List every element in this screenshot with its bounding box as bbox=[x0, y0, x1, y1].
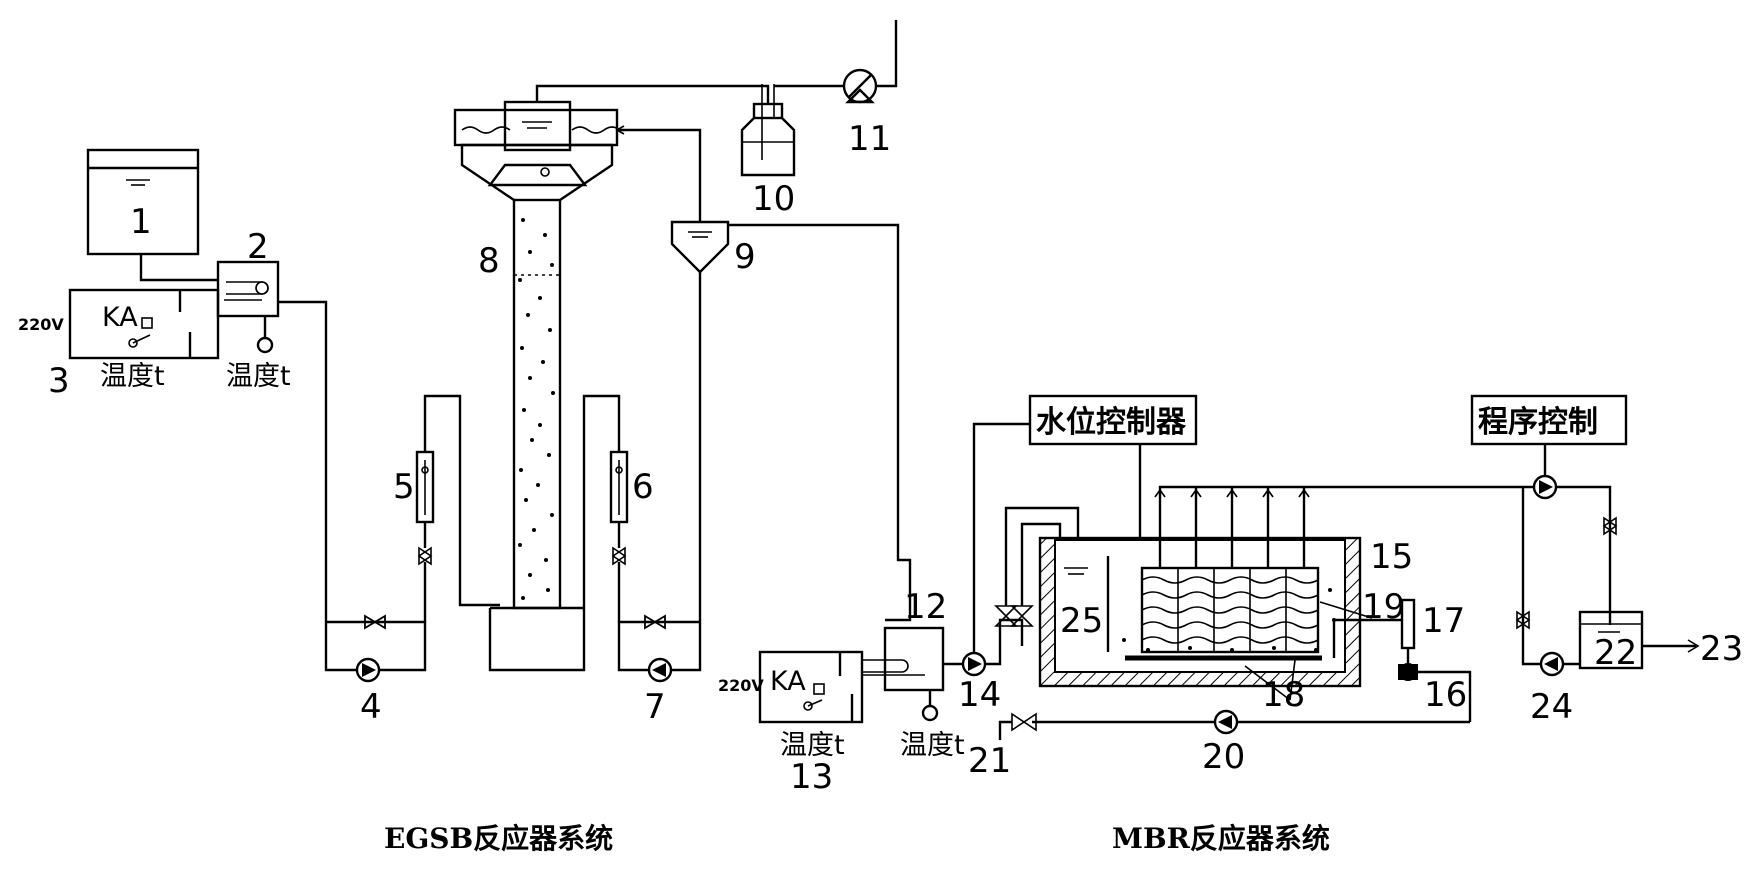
label-20: 20 bbox=[1202, 737, 1245, 777]
label-1: 1 bbox=[130, 202, 152, 242]
temp-label-egsb-bath: 温度t bbox=[226, 361, 291, 392]
label-13: 13 bbox=[790, 757, 833, 797]
heating-bath-egsb bbox=[216, 260, 280, 318]
label-2: 2 bbox=[247, 227, 269, 267]
temp-label-egsb-controller: 温度t bbox=[100, 361, 165, 392]
heating-bath-mbr bbox=[862, 626, 945, 692]
label-7: 7 bbox=[644, 687, 666, 727]
valve-flowmeter-6 bbox=[611, 546, 627, 566]
egsb-reactor bbox=[453, 100, 621, 672]
program-control-label: 程序控制 bbox=[1478, 405, 1598, 440]
label-6: 6 bbox=[632, 467, 654, 507]
label-10: 10 bbox=[752, 179, 795, 219]
label-25: 25 bbox=[1060, 601, 1103, 641]
label-16: 16 bbox=[1424, 675, 1467, 715]
label-9: 9 bbox=[734, 237, 756, 277]
valve-backwash bbox=[1515, 610, 1531, 630]
thermometer-egsb-bath bbox=[256, 336, 274, 354]
temperature-controller-mbr bbox=[758, 650, 864, 724]
water-level-controller-label: 水位控制器 bbox=[1036, 405, 1187, 440]
feed-tank bbox=[86, 148, 200, 256]
effluent-tank bbox=[1578, 610, 1644, 670]
label-18: 18 bbox=[1262, 675, 1305, 715]
valve-recycle bbox=[644, 614, 666, 630]
temp-label-mbr-controller: 温度t bbox=[780, 730, 845, 761]
valve-feed bbox=[364, 614, 386, 630]
label-11: 11 bbox=[848, 119, 891, 159]
caption-mbr: MBR反应器系统 bbox=[1112, 822, 1330, 855]
label-22: 22 bbox=[1594, 633, 1637, 673]
label-21: 21 bbox=[968, 741, 1011, 781]
valve-mbr-1 bbox=[994, 605, 1018, 627]
gas-washing-bottle bbox=[740, 84, 796, 177]
relay-label-egsb: KA bbox=[102, 302, 138, 333]
program-controller bbox=[1470, 394, 1628, 446]
voltage-label-egsb: 220V bbox=[18, 315, 64, 334]
mbr-tank bbox=[1038, 536, 1362, 688]
temperature-controller-egsb bbox=[68, 288, 220, 360]
label-14: 14 bbox=[958, 675, 1001, 715]
label-19: 19 bbox=[1362, 587, 1405, 627]
label-4: 4 bbox=[360, 687, 382, 727]
thermometer-mbr-bath bbox=[921, 704, 939, 722]
label-3: 3 bbox=[48, 361, 70, 401]
relay-label-mbr: KA bbox=[770, 666, 806, 697]
caption-egsb: EGSB反应器系统 bbox=[384, 822, 613, 855]
settler bbox=[670, 220, 730, 274]
label-5: 5 bbox=[393, 467, 415, 507]
water-level-controller bbox=[1028, 394, 1198, 446]
voltage-label-mbr: 220V bbox=[718, 676, 764, 695]
temp-label-mbr-bath: 温度t bbox=[900, 730, 965, 761]
label-8: 8 bbox=[478, 241, 500, 281]
label-15: 15 bbox=[1370, 537, 1413, 577]
air-compressor bbox=[1398, 663, 1418, 681]
valve-effluent bbox=[1602, 516, 1618, 536]
label-17: 17 bbox=[1422, 601, 1465, 641]
label-12: 12 bbox=[904, 587, 947, 627]
valve-flowmeter-5 bbox=[417, 546, 433, 566]
label-24: 24 bbox=[1530, 687, 1573, 727]
label-23: 23 bbox=[1700, 629, 1743, 669]
